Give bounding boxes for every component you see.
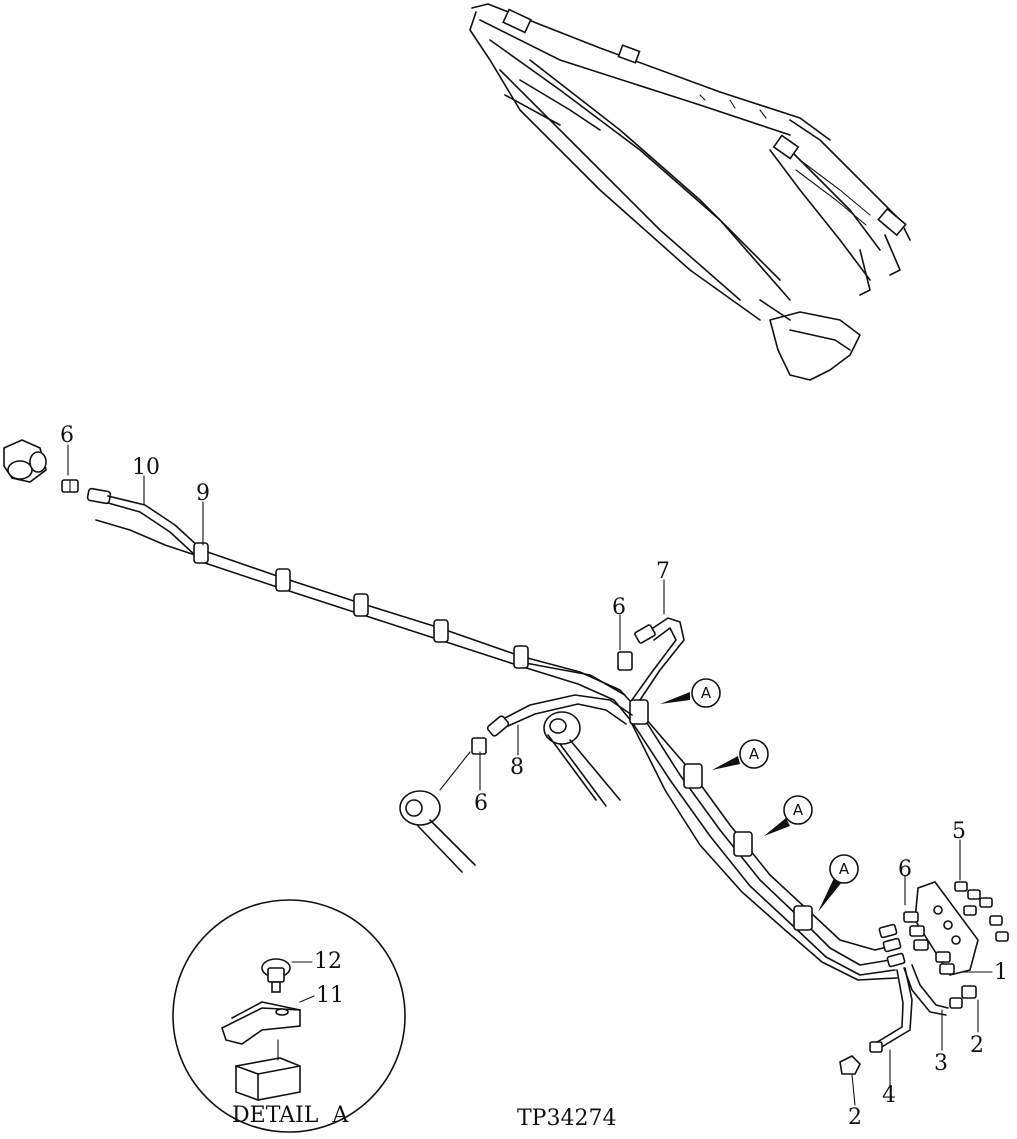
part-label-7: 7 [656, 559, 670, 584]
svg-text:A: A [701, 684, 712, 702]
detail-a-title: DETAIL A [232, 1103, 349, 1128]
svg-text:A: A [793, 801, 804, 819]
detail-a-callouts: A A A A [660, 678, 859, 912]
fitting-6-lower-illustration [439, 737, 487, 791]
mount-block-illustration [235, 1039, 301, 1101]
part-label-10: 10 [132, 455, 160, 480]
callout-a-2: A [712, 739, 769, 770]
part-label-6: 6 [474, 791, 488, 816]
clamp-11-illustration [221, 1001, 301, 1045]
hose-8-illustration [486, 694, 633, 737]
part-labels: 6 10 9 7 6 8 6 5 6 1 2 3 4 2 [60, 423, 1008, 1130]
part-label-3: 3 [934, 1051, 948, 1076]
detail-part-label-11: 11 [316, 983, 344, 1008]
part-label-2: 2 [848, 1105, 862, 1130]
part-label-5: 5 [952, 819, 966, 844]
leader-lines [67, 444, 993, 1106]
pipe-4-illustration [869, 967, 913, 1053]
fitting-2-right-illustration [949, 985, 977, 1009]
fitting-6-left-illustration [61, 479, 79, 493]
svg-text:A: A [749, 745, 760, 763]
part-label-2: 2 [970, 1033, 984, 1058]
detail-a-inset: 12 11 DETAIL A [172, 899, 406, 1133]
callout-a-3: A [764, 795, 813, 836]
arm-cylinder-mount-illustration [543, 711, 621, 807]
part-label-1: 1 [994, 960, 1008, 985]
drawing-code: TP34274 [517, 1106, 616, 1131]
bolt-12-illustration [261, 958, 291, 993]
boom-end-block-illustration [3, 439, 47, 483]
part-label-6: 6 [898, 857, 912, 882]
part-label-4: 4 [882, 1083, 896, 1108]
boom-cylinder-mount-illustration [399, 790, 476, 873]
hose-7-illustration [631, 617, 685, 701]
detail-part-label-12: 12 [314, 949, 342, 974]
part-label-9: 9 [196, 481, 210, 506]
callout-a-1: A [660, 678, 721, 708]
fitting-6-middle-illustration [617, 651, 633, 671]
hose-bundle-illustration [193, 542, 906, 981]
fittings-5-6-group-illustration [903, 881, 1009, 975]
fitting-2-bottom-illustration [839, 1055, 861, 1075]
part-label-8: 8 [510, 755, 524, 780]
part-label-6: 6 [612, 595, 626, 620]
callout-a-4: A [818, 854, 859, 912]
hose-10-illustration [86, 487, 201, 557]
boom-arm-overview-illustration [469, 3, 911, 381]
part-label-6: 6 [60, 423, 74, 448]
svg-text:A: A [839, 860, 850, 878]
